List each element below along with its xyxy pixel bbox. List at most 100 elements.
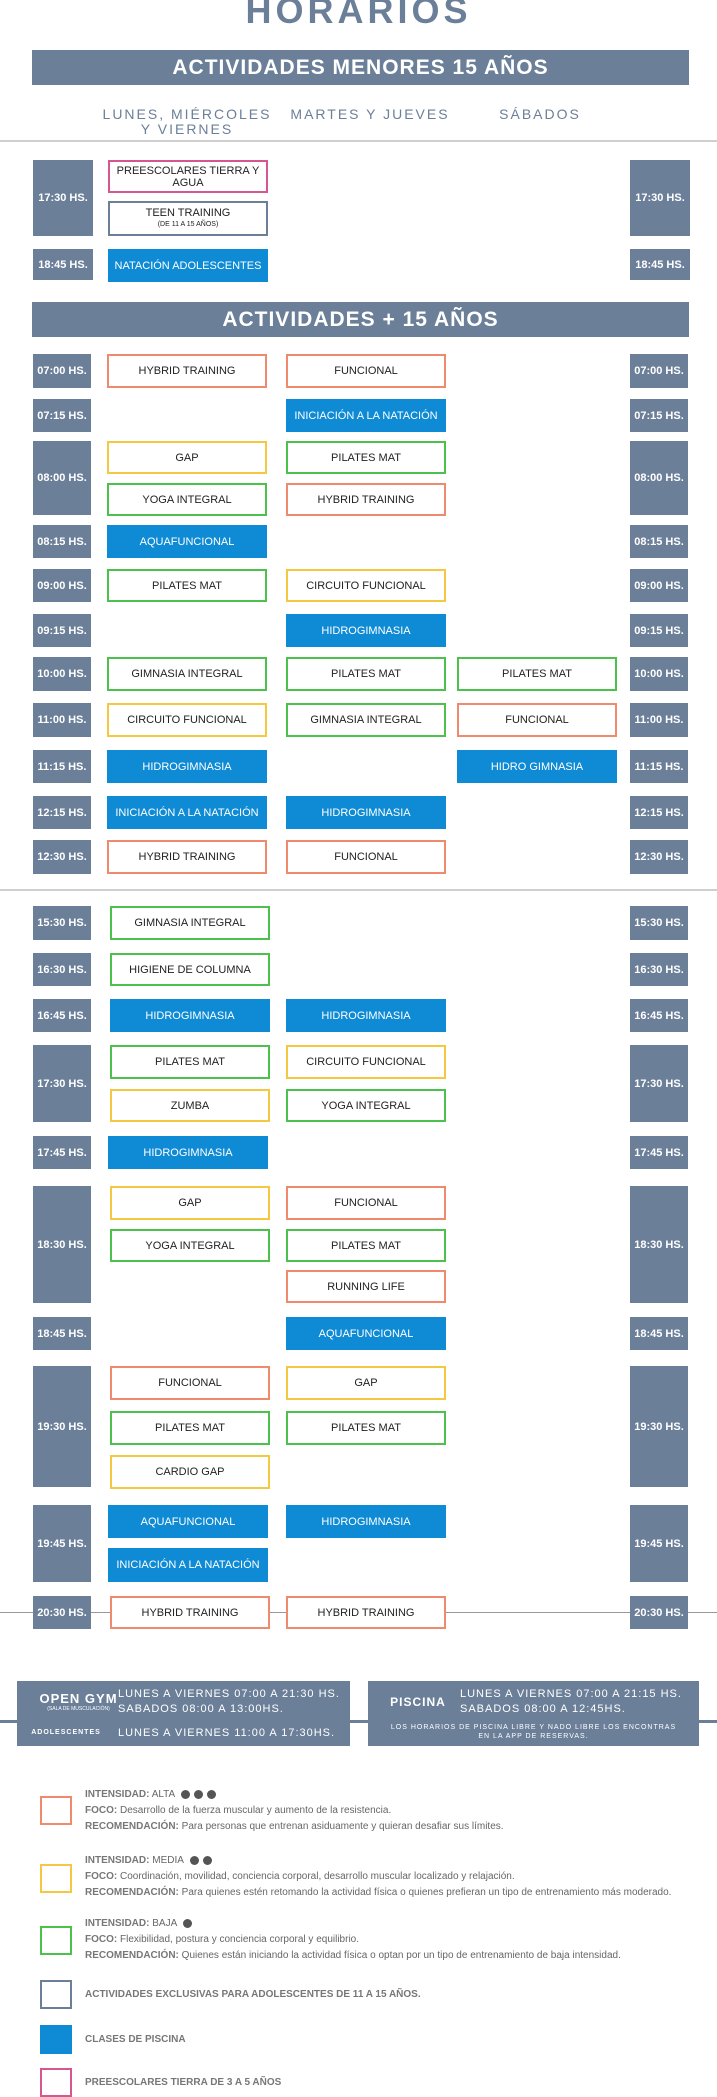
activity[interactable]: YOGA INTEGRAL	[110, 1229, 270, 1262]
activity[interactable]: GIMNASIA INTEGRAL	[110, 906, 270, 940]
activity[interactable]: PILATES MAT	[107, 569, 267, 602]
intensity-dot-icon	[181, 1789, 191, 1799]
legend-swatch-pre	[40, 2068, 72, 2097]
activity[interactable]: GAP	[110, 1186, 270, 1220]
legend-foco-key: FOCO:	[85, 1871, 118, 1882]
legend-swatch-baja	[40, 1926, 72, 1955]
activity[interactable]: GIMNASIA INTEGRAL	[286, 703, 446, 737]
time-slot: 11:15 HS.	[630, 750, 688, 783]
activity[interactable]: FUNCIONAL	[110, 1366, 270, 1400]
activity[interactable]: HYBRID TRAINING	[286, 1596, 446, 1629]
time-slot: 20:30 HS.	[33, 1596, 91, 1629]
intensity-dot-icon	[207, 1789, 217, 1799]
legend-foco: Coordinación, movilidad, conciencia corp…	[120, 1871, 515, 1882]
activity[interactable]: CARDIO GAP	[110, 1455, 270, 1489]
activity[interactable]: GAP	[286, 1366, 446, 1400]
activity[interactable]: AQUAFUNCIONAL	[108, 1505, 268, 1538]
activity[interactable]: HYBRID TRAINING	[107, 354, 267, 388]
activity[interactable]: PILATES MAT	[286, 657, 446, 691]
legend-rec: Para quienes estén retomando la activida…	[181, 1887, 672, 1898]
legend-label: INTENSIDAD:	[85, 1789, 150, 1800]
activity[interactable]: PILATES MAT	[110, 1045, 270, 1079]
activity[interactable]: HIDRO GIMNASIA	[457, 750, 617, 783]
legend-pre: PREESCOLARES TIERRA DE 3 A 5 AÑOS	[85, 2077, 282, 2088]
activity[interactable]: RUNNING LIFE	[286, 1270, 446, 1303]
activity[interactable]: HIDROGIMNASIA	[286, 999, 446, 1032]
activity[interactable]: YOGA INTEGRAL	[286, 1089, 446, 1122]
activity[interactable]: PILATES MAT	[286, 1411, 446, 1445]
activity[interactable]: CIRCUITO FUNCIONAL	[286, 569, 446, 602]
activity[interactable]: PILATES MAT	[110, 1411, 270, 1445]
activity[interactable]: HYBRID TRAINING	[286, 483, 446, 516]
activity-natacion-adolescentes[interactable]: NATACIÓN ADOLESCENTES	[108, 249, 268, 282]
intensity-dot-icon	[183, 1918, 193, 1928]
legend-value: ALTA	[151, 1789, 175, 1800]
activity[interactable]: INICIACIÓN A LA NATACIÓN	[108, 1548, 268, 1582]
activity[interactable]: ZUMBA	[110, 1089, 270, 1122]
activity[interactable]: YOGA INTEGRAL	[107, 483, 267, 516]
legend-teen: ACTIVIDADES EXCLUSIVAS PARA ADOLESCENTES…	[85, 1989, 421, 2000]
legend-swatch-media	[40, 1864, 72, 1893]
activity[interactable]: HIGIENE DE COLUMNA	[110, 953, 270, 986]
activity-note: (DE 11 A 15 AÑOS)	[157, 220, 219, 228]
time-slot: 08:15 HS.	[630, 525, 688, 558]
activity[interactable]: FUNCIONAL	[286, 1186, 446, 1220]
activity[interactable]: FUNCIONAL	[286, 354, 446, 388]
activity[interactable]: GAP	[107, 441, 267, 474]
time-slot: 08:00 HS.	[33, 441, 91, 515]
activity[interactable]: HIDROGIMNASIA	[286, 614, 446, 647]
pool-line2: SABADOS 08:00 A 12:45HS.	[460, 1703, 626, 1715]
activity[interactable]: HIDROGIMNASIA	[286, 1505, 446, 1538]
activity[interactable]: HIDROGIMNASIA	[110, 999, 270, 1032]
col-header-sab: SÁBADOS	[499, 106, 581, 122]
activity[interactable]: FUNCIONAL	[457, 703, 617, 737]
activity[interactable]: HIDROGIMNASIA	[286, 796, 446, 829]
legend-foco: Desarrollo de la fuerza muscular y aumen…	[120, 1805, 392, 1816]
activity[interactable]: HIDROGIMNASIA	[108, 1136, 268, 1169]
pool-line1: LUNES A VIERNES 07:00 A 21:15 HS.	[460, 1688, 682, 1700]
activity[interactable]: INICIACIÓN A LA NATACIÓN	[286, 399, 446, 432]
activity-preescolares[interactable]: PREESCOLARES TIERRA Y AGUA	[108, 160, 268, 193]
activity-teen-training[interactable]: TEEN TRAINING (DE 11 A 15 AÑOS)	[108, 201, 268, 236]
activity[interactable]: AQUAFUNCIONAL	[107, 525, 267, 558]
activity-label: TEEN TRAINING	[145, 206, 231, 219]
activity[interactable]: INICIACIÓN A LA NATACIÓN	[107, 796, 267, 829]
legend-swatch-pool	[40, 2025, 72, 2054]
activity[interactable]: CIRCUITO FUNCIONAL	[107, 703, 267, 737]
time-slot: 12:15 HS.	[33, 796, 91, 829]
time-slot: 10:00 HS.	[630, 657, 688, 691]
legend-swatch-alta	[40, 1796, 72, 1825]
activity[interactable]: HYBRID TRAINING	[110, 1596, 270, 1629]
legend-foco: Flexibilidad, postura y conciencia corpo…	[120, 1934, 360, 1945]
legend-media: INTENSIDAD: MEDIA FOCO: Coordinación, mo…	[85, 1853, 705, 1901]
legend-alta: INTENSIDAD: ALTA FOCO: Desarrollo de la …	[85, 1787, 705, 1835]
time-slot: 07:15 HS.	[630, 399, 688, 432]
pool-note2: EN LA APP DE RESERVAS.	[478, 1733, 589, 1740]
time-slot: 19:45 HS.	[630, 1505, 688, 1582]
time-slot: 10:00 HS.	[33, 657, 91, 691]
activity[interactable]: FUNCIONAL	[286, 840, 446, 874]
col-header-lmv: LUNES, MIÉRCOLES Y VIERNES	[102, 106, 272, 137]
time-slot: 09:15 HS.	[630, 614, 688, 647]
time-slot: 16:30 HS.	[630, 953, 688, 986]
time-slot: 16:45 HS.	[33, 999, 91, 1032]
activity[interactable]: HIDROGIMNASIA	[107, 750, 267, 783]
time-slot: 18:45 HS.	[630, 249, 690, 280]
activity[interactable]: AQUAFUNCIONAL	[286, 1317, 446, 1350]
time-slot: 15:30 HS.	[630, 906, 688, 940]
time-slot: 09:00 HS.	[630, 569, 688, 602]
time-slot: 18:45 HS.	[33, 1317, 91, 1350]
activity[interactable]: PILATES MAT	[286, 1229, 446, 1262]
activity[interactable]: PILATES MAT	[457, 657, 617, 691]
time-slot: 07:00 HS.	[630, 354, 688, 388]
section-adults-header: ACTIVIDADES + 15 AÑOS	[32, 302, 689, 337]
open-gym-box: OPEN GYM (SALA DE MUSCULACIÓN) LUNES A V…	[17, 1681, 350, 1723]
time-slot: 07:15 HS.	[33, 399, 91, 432]
activity[interactable]: HYBRID TRAINING	[107, 840, 267, 874]
time-slot: 17:30 HS.	[33, 1045, 91, 1122]
activity[interactable]: GIMNASIA INTEGRAL	[107, 657, 267, 691]
activity[interactable]: PILATES MAT	[286, 441, 446, 474]
pool-box: PISCINA LUNES A VIERNES 07:00 A 21:15 HS…	[368, 1681, 699, 1746]
activity[interactable]: CIRCUITO FUNCIONAL	[286, 1045, 446, 1079]
time-slot: 09:00 HS.	[33, 569, 91, 602]
